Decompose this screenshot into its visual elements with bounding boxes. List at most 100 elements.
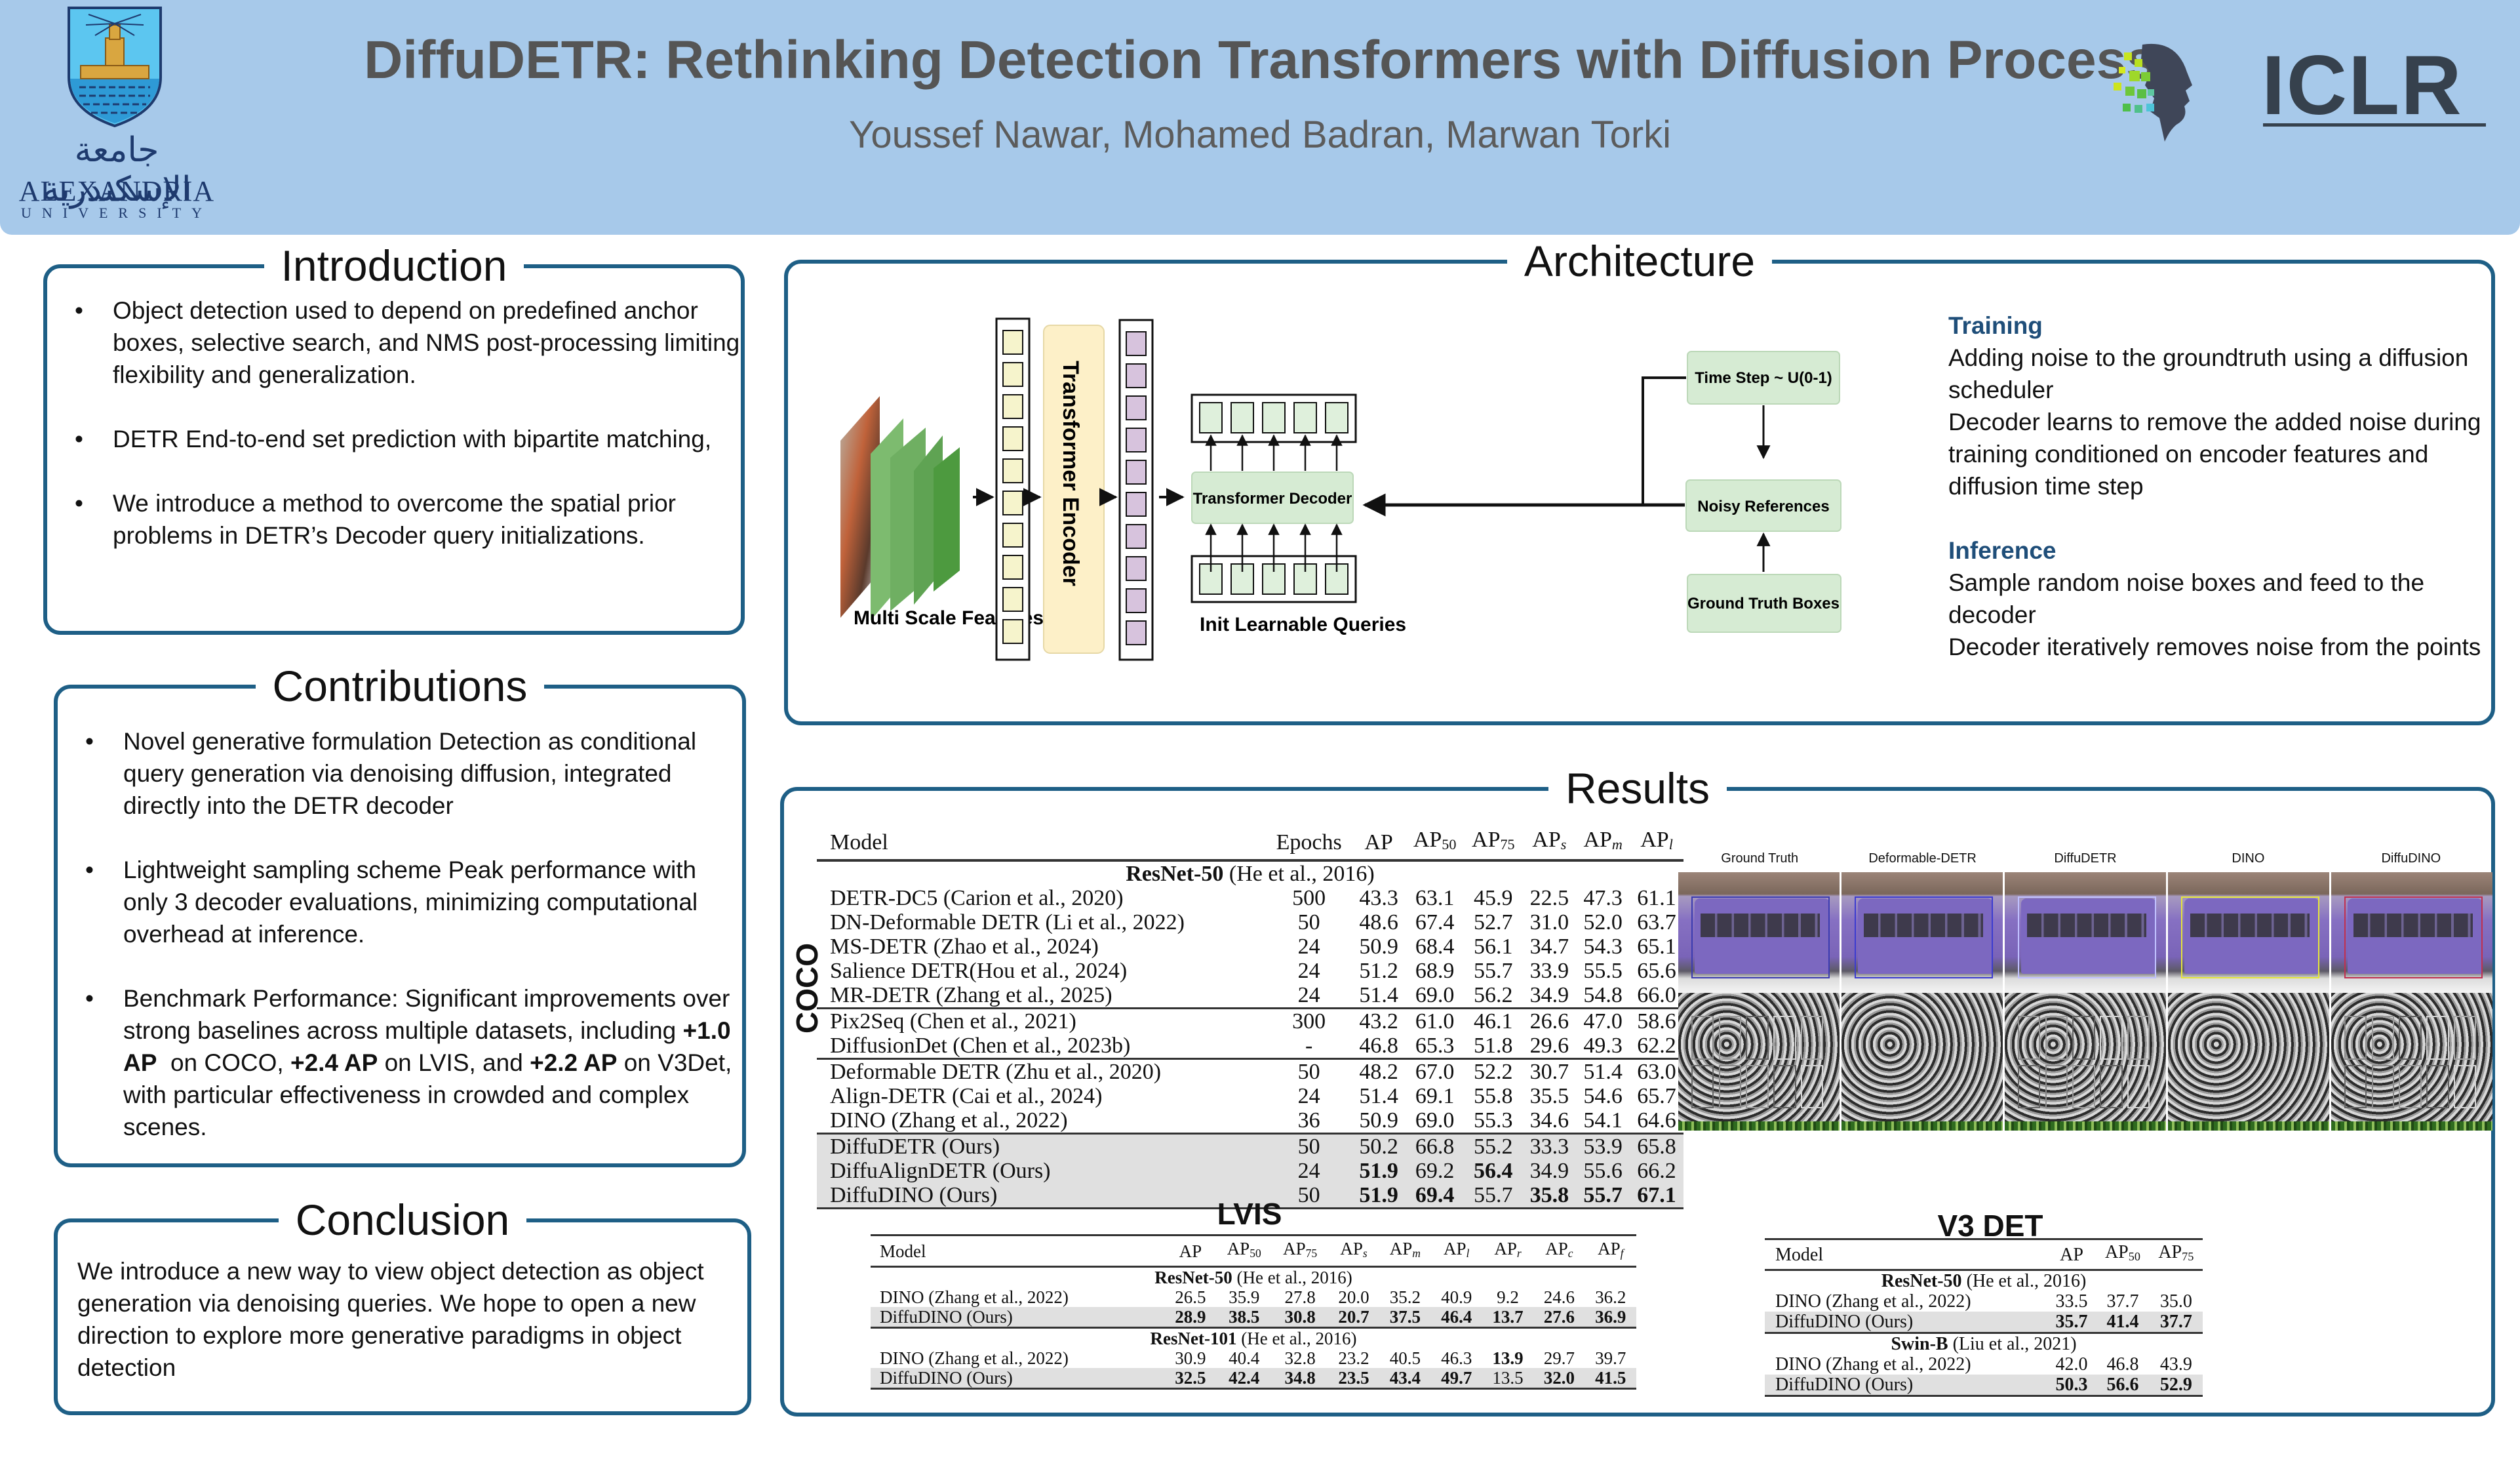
output-query-token xyxy=(1262,402,1286,433)
multi-scale-features-graphic xyxy=(840,396,960,620)
metric-cell: 64.6 xyxy=(1637,1108,1676,1133)
metric-cell: 47.3 xyxy=(1583,886,1623,910)
metric-cell: 65.6 xyxy=(1637,959,1676,983)
model-name: DINO (Zhang et al., 2022) xyxy=(1775,1354,1971,1375)
model-name: DiffuAlignDETR (Ours) xyxy=(817,1159,1267,1183)
metric-cell: 30.8 xyxy=(1272,1307,1328,1328)
column-header: Model xyxy=(871,1234,1165,1268)
column-header: APf xyxy=(1585,1234,1636,1268)
transformer-decoder-block xyxy=(1191,472,1354,524)
metric-cell: 51.9 xyxy=(1352,1159,1406,1183)
metric-cell: 53.9 xyxy=(1576,1133,1630,1159)
qualitative-column-header: DINO xyxy=(2232,851,2265,866)
metric-cell: 34.7 xyxy=(1529,934,1569,959)
model-name: Align-DETR (Cai et al., 2024) xyxy=(830,1084,1103,1108)
metric-cell: 35.9 xyxy=(1229,1287,1260,1307)
encoder-input-token xyxy=(1002,458,1023,483)
metric-cell: 43.3 xyxy=(1359,886,1398,910)
conclusion-title: Conclusion xyxy=(278,1196,527,1244)
bus-detection-image xyxy=(2331,872,2492,993)
metric-cell: 43.9 xyxy=(2159,1354,2192,1375)
detection-box xyxy=(2399,1064,2422,1109)
metric-cell: 35.0 xyxy=(2159,1291,2192,1312)
metric-cell: 63.0 xyxy=(1630,1058,1683,1084)
metric-cell: 9.2 xyxy=(1497,1287,1519,1307)
metric-cell: 54.3 xyxy=(1583,934,1623,959)
backbone-citation: (He et al., 2016) xyxy=(1236,1329,1357,1348)
model-name: MR-DETR (Zhang et al., 2025) xyxy=(830,983,1112,1007)
coco-gain: +1.0 AP xyxy=(123,1017,731,1076)
metric-cell: 36.2 xyxy=(1595,1287,1626,1307)
metric-cell: 35.5 xyxy=(1529,1084,1569,1108)
qualitative-column-header: DiffuDINO xyxy=(2381,851,2441,866)
column-header: AP xyxy=(2047,1238,2097,1271)
metric-cell: 49.3 xyxy=(1583,1034,1623,1058)
encoder-input-token xyxy=(1002,330,1023,355)
model-name: DiffuDINO (Ours) xyxy=(871,1307,1165,1328)
backbone-citation: (He et al., 2016) xyxy=(1232,1268,1352,1287)
qualitative-column-header: DiffuDETR xyxy=(2054,851,2117,866)
column-header: Epochs xyxy=(1266,824,1352,862)
model-name: DINO (Zhang et al., 2022) xyxy=(1775,1291,1971,1312)
metric-cell: 40.9 xyxy=(1441,1287,1472,1307)
contributions-panel: Contributions Novel generative formulati… xyxy=(54,662,746,1167)
model-name: DiffuDINO (Ours) xyxy=(1765,1312,2047,1333)
metric-cell: 50.2 xyxy=(1352,1133,1406,1159)
metric-cell: 55.2 xyxy=(1464,1133,1523,1159)
metric-cell: 13.7 xyxy=(1482,1307,1534,1328)
metric-cell: 54.8 xyxy=(1583,983,1623,1007)
iclr-head-icon xyxy=(2114,43,2192,142)
v3det-title: V3 DET xyxy=(1937,1209,2043,1243)
metric-cell: 52.2 xyxy=(1464,1058,1523,1084)
introduction-title: Introduction xyxy=(264,241,524,290)
metric-cell: 37.7 xyxy=(2106,1291,2139,1312)
detection-box xyxy=(2127,1064,2150,1109)
detection-box xyxy=(2100,1016,2123,1060)
detection-box xyxy=(1854,896,1994,978)
model-name: Deformable DETR (Zhu et al., 2020) xyxy=(817,1058,1267,1084)
metric-cell: 24 xyxy=(1297,1084,1320,1108)
detection-box xyxy=(2344,1016,2367,1060)
metric-cell: 43.2 xyxy=(1352,1007,1406,1034)
metric-cell: 35.2 xyxy=(1389,1287,1421,1307)
bullet-item: Lightweight sampling scheme Peak perform… xyxy=(64,854,739,950)
bus-detection-image xyxy=(2005,872,2166,993)
detection-box xyxy=(2426,1064,2449,1109)
metric-cell: 69.0 xyxy=(1415,1108,1455,1133)
detection-box xyxy=(2426,1016,2449,1060)
metric-cell: 51.4 xyxy=(1576,1058,1630,1084)
metric-cell: 54.6 xyxy=(1583,1084,1623,1108)
metric-cell: 24 xyxy=(1297,934,1320,959)
model-name: DETR-DC5 (Carion et al., 2020) xyxy=(830,886,1124,910)
detection-box xyxy=(1718,1064,1741,1109)
detection-box xyxy=(1746,1016,1769,1060)
metric-cell: 63.1 xyxy=(1415,886,1455,910)
metric-cell: 66.8 xyxy=(1406,1133,1465,1159)
metric-cell: 13.9 xyxy=(1492,1348,1524,1368)
crowd-detection-image xyxy=(2005,993,2166,1121)
bus-detection-image xyxy=(2168,872,2329,993)
ground-truth-boxes-label: Ground Truth Boxes xyxy=(1687,595,1840,613)
model-name: DiffuDINO (Ours) xyxy=(1765,1375,2047,1397)
metric-cell: 56.6 xyxy=(2096,1375,2150,1397)
metric-cell: 52.7 xyxy=(1474,910,1513,934)
metric-cell: 40.4 xyxy=(1229,1348,1260,1368)
metric-cell: 32.0 xyxy=(1533,1368,1585,1390)
image-strip xyxy=(2331,1121,2492,1131)
detection-box xyxy=(2371,1016,2394,1060)
ground-truth-boxes-block xyxy=(1687,574,1841,633)
bullet-text: on COCO, xyxy=(157,1049,290,1076)
detection-box xyxy=(2371,1064,2394,1109)
backbone-name: Swin-B xyxy=(1891,1334,1948,1354)
training-inference-notes: Training Adding noise to the groundtruth… xyxy=(1948,310,2486,663)
column-header: APm xyxy=(1576,824,1630,862)
image-strip xyxy=(2005,1121,2166,1131)
metric-cell: 500 xyxy=(1292,886,1326,910)
encoder-output-tokens xyxy=(1118,319,1154,661)
detection-box xyxy=(1800,1016,1824,1060)
encoder-input-token xyxy=(1002,619,1023,644)
